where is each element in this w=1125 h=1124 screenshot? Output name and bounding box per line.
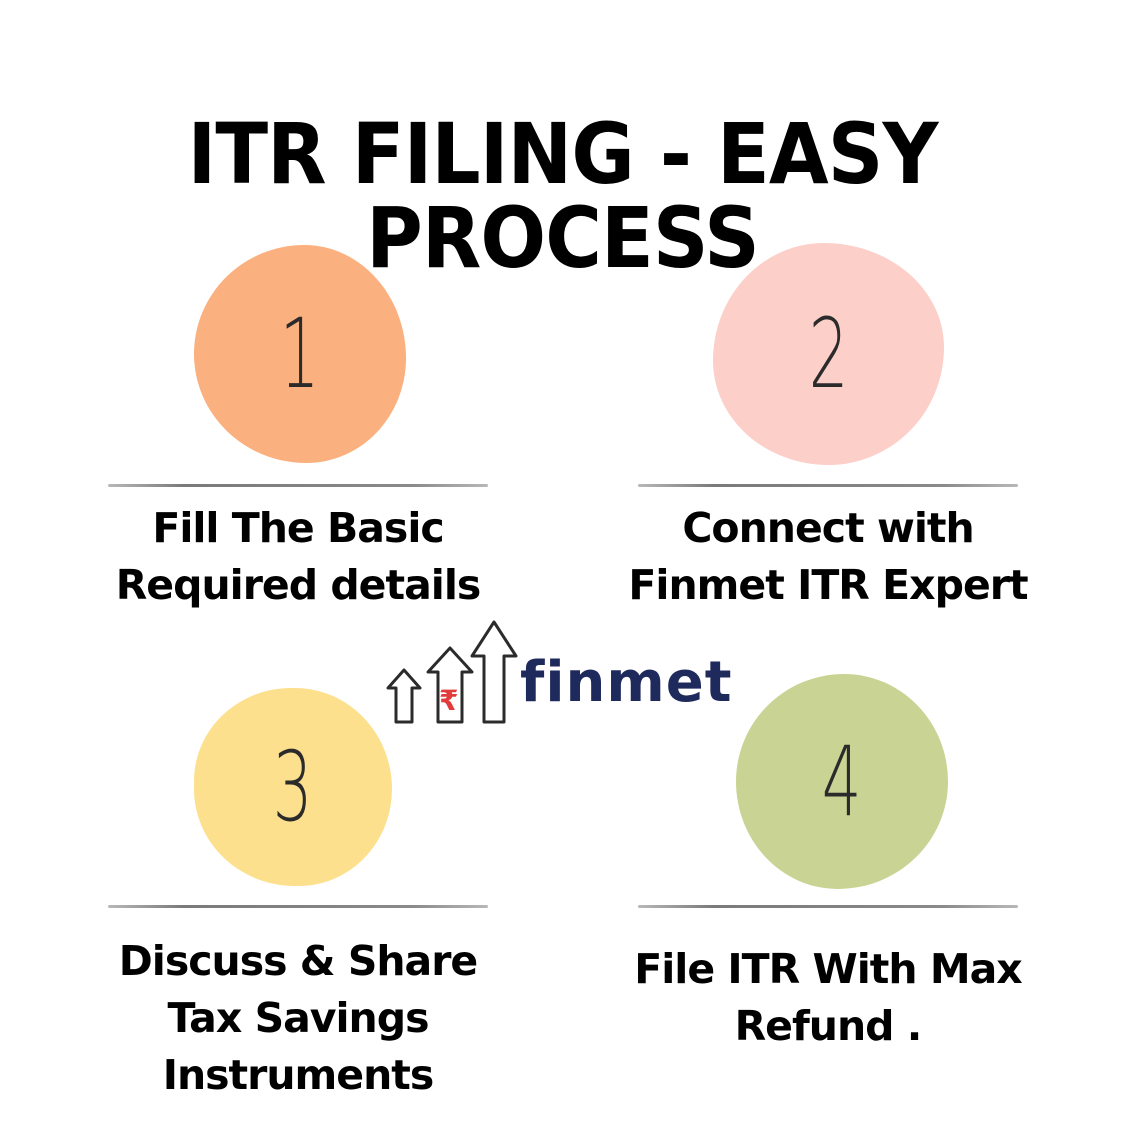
step-1-circle: 1 xyxy=(194,245,406,463)
rupee-icon: ₹ xyxy=(439,684,458,717)
step-4-number: 4 xyxy=(822,725,862,838)
step-3-label: Discuss & Share Tax Savings Instruments xyxy=(118,937,479,1099)
step-4-circle: 4 xyxy=(736,674,948,889)
step-3-divider xyxy=(108,905,488,908)
step-1-number: 1 xyxy=(280,298,320,410)
step-1-label: Fill The Basic Required details xyxy=(115,504,482,609)
step-1-divider xyxy=(108,484,488,487)
step-2-circle: 2 xyxy=(713,243,944,465)
step-3-number: 3 xyxy=(273,731,313,843)
step-4-divider xyxy=(638,905,1018,908)
finmet-logo-icon: ₹ xyxy=(386,620,518,724)
step-2-number: 2 xyxy=(808,298,849,410)
step-3-circle: 3 xyxy=(194,688,392,886)
logo-text: finmet xyxy=(520,650,733,715)
page-title: ITR FILING - EASY PROCESS xyxy=(187,105,938,287)
step-4-label: File ITR With Max Refund . xyxy=(634,945,1023,1050)
step-2-label: Connect with Finmet ITR Expert xyxy=(628,504,1028,609)
step-2-divider xyxy=(638,484,1018,487)
